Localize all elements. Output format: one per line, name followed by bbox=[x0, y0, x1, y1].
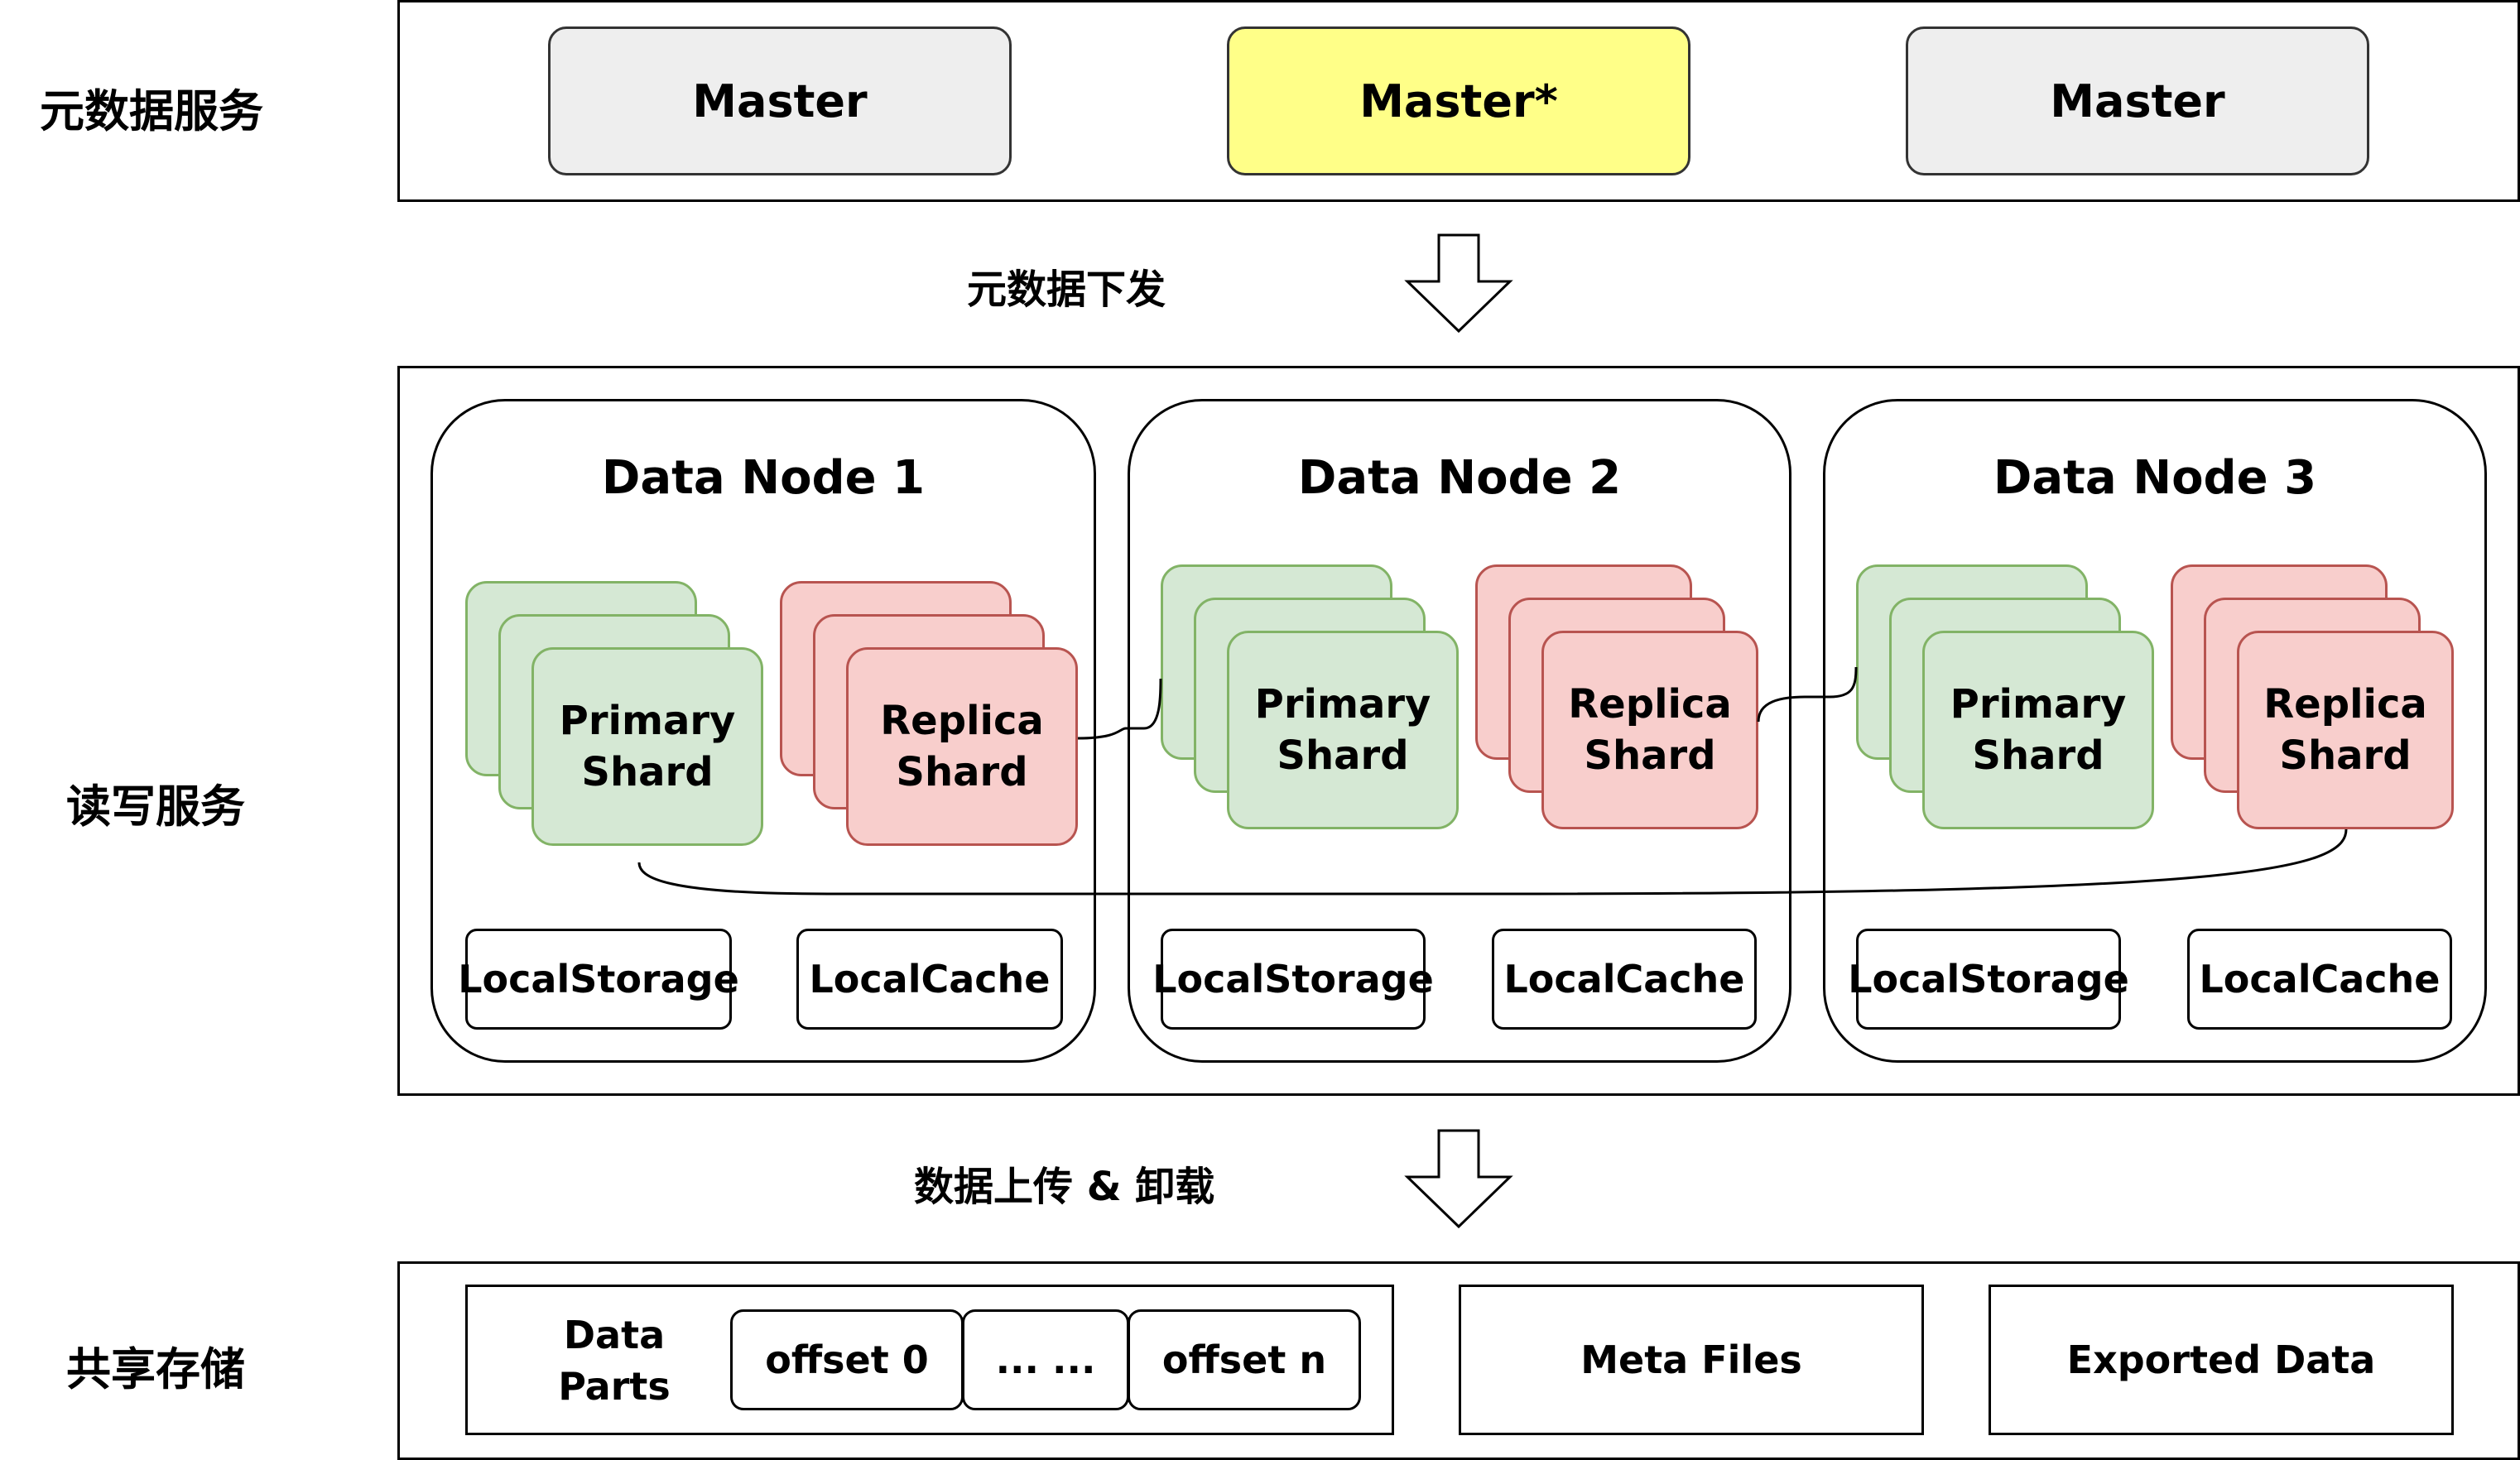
offset-0-block: offset 0 bbox=[730, 1309, 964, 1410]
primary-shard-label-line2: Shard bbox=[1972, 732, 2104, 779]
meta-files-box: Meta Files bbox=[1459, 1285, 1924, 1435]
flow-label-metadata-dispatch: 元数据下发 bbox=[967, 267, 1166, 313]
data-node-2-title: Data Node 2 bbox=[1297, 451, 1622, 505]
replica-shard-label-line2: Shard bbox=[896, 749, 1028, 795]
primary-shard-node-2: Primary Shard bbox=[1227, 631, 1459, 829]
replica-shard-node-1: Replica Shard bbox=[846, 647, 1078, 846]
primary-shard-label-line1: Primary bbox=[1254, 681, 1431, 728]
offset-n-block: offset n bbox=[1128, 1309, 1361, 1410]
local-storage-node-2: LocalStorage bbox=[1152, 929, 1434, 1030]
data-parts-label: Data Parts bbox=[523, 1308, 705, 1414]
replica-shard-node-3: Replica Shard bbox=[2237, 631, 2454, 829]
primary-shard-label-line1: Primary bbox=[559, 698, 736, 744]
replication-link-1-2 bbox=[1077, 678, 1162, 740]
arrow-metadata-dispatch bbox=[1404, 233, 1513, 334]
primary-shard-label-line2: Shard bbox=[1277, 732, 1409, 779]
layer-label-rw: 读写服务 bbox=[66, 780, 245, 833]
replica-shard-label-line1: Replica bbox=[2263, 681, 2427, 728]
primary-shard-label-line2: Shard bbox=[581, 749, 714, 795]
replica-shard-label-line2: Shard bbox=[2279, 732, 2412, 779]
replica-shard-label-line2: Shard bbox=[1584, 732, 1716, 779]
layer-label-storage: 共享存储 bbox=[66, 1343, 245, 1395]
flow-label-upload-unload: 数据上传 & 卸载 bbox=[914, 1164, 1215, 1210]
arrow-upload-unload bbox=[1404, 1129, 1513, 1229]
data-parts-label-line1: Data bbox=[563, 1313, 666, 1357]
replica-shard-label-line1: Replica bbox=[880, 698, 1044, 744]
exported-data-box: Exported Data bbox=[1989, 1285, 2454, 1435]
data-node-1-title: Data Node 1 bbox=[601, 451, 926, 505]
data-parts-label-line2: Parts bbox=[558, 1364, 671, 1409]
master-node-leader: Master* bbox=[1227, 26, 1690, 175]
replica-shard-label-line1: Replica bbox=[1568, 681, 1732, 728]
local-storage-node-3: LocalStorage bbox=[1848, 929, 2129, 1030]
primary-shard-node-1: Primary Shard bbox=[531, 647, 763, 846]
local-storage-node-1: LocalStorage bbox=[458, 929, 739, 1030]
primary-shard-node-3: Primary Shard bbox=[1922, 631, 2154, 829]
replica-shard-node-2: Replica Shard bbox=[1541, 631, 1758, 829]
local-cache-node-1: LocalCache bbox=[796, 929, 1063, 1030]
local-cache-node-3: LocalCache bbox=[2187, 929, 2452, 1030]
replication-link-3-1 bbox=[637, 828, 2348, 896]
replication-link-2-3 bbox=[1757, 666, 1858, 723]
master-node-3: Master bbox=[1906, 26, 2369, 175]
layer-label-metadata: 元数据服务 bbox=[40, 85, 263, 137]
master-node-1: Master bbox=[548, 26, 1012, 175]
primary-shard-label-line1: Primary bbox=[1950, 681, 2127, 728]
data-node-3-title: Data Node 3 bbox=[1993, 451, 2317, 505]
local-cache-node-2: LocalCache bbox=[1492, 929, 1757, 1030]
